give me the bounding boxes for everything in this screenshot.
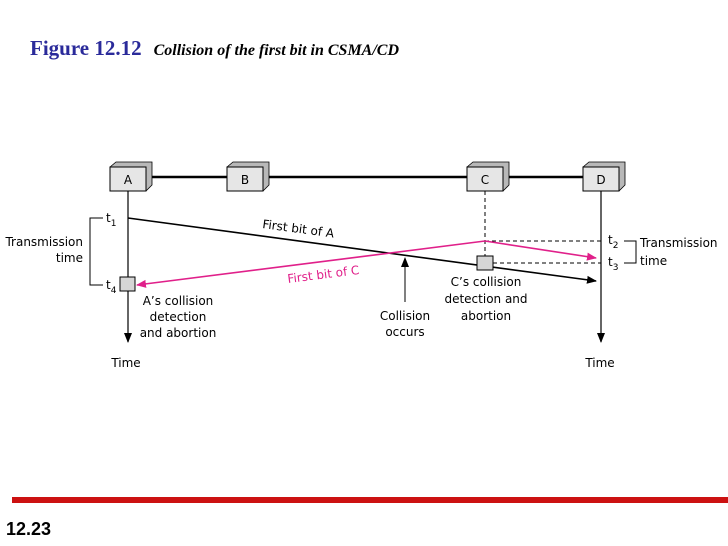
t1-label: t1 bbox=[106, 211, 116, 229]
a-detection-line1: A’s collision bbox=[143, 294, 214, 308]
station-a: A bbox=[109, 161, 153, 192]
t2-label: t2 bbox=[608, 233, 618, 251]
transmission-time-right-line2: time bbox=[640, 254, 667, 268]
a-detection-line3: and abortion bbox=[140, 326, 217, 340]
c-detection-line2: detection and bbox=[444, 292, 527, 306]
t4-label: t4 bbox=[106, 278, 117, 296]
right-transmission-bracket bbox=[624, 240, 637, 264]
left-transmission-bracket bbox=[89, 217, 103, 286]
station-b: B bbox=[226, 161, 270, 192]
first-bit-c-label: First bit of C bbox=[287, 263, 360, 286]
c-collision-box bbox=[476, 255, 494, 271]
first-bit-c-toward-d bbox=[484, 240, 597, 261]
c-detection-line1: C’s collision bbox=[451, 275, 522, 289]
station-a-label: A bbox=[124, 173, 133, 187]
a-detection-line2: detection bbox=[150, 310, 207, 324]
transmission-time-right-line1: Transmission bbox=[639, 236, 718, 250]
time-label-d: Time bbox=[584, 356, 614, 370]
slide-number: 12.23 bbox=[6, 519, 52, 539]
collision-label-line1: Collision bbox=[380, 309, 430, 323]
t3-label: t3 bbox=[608, 255, 618, 273]
collision-label-line2: occurs bbox=[385, 325, 424, 339]
first-bit-c-line bbox=[136, 240, 486, 288]
first-bit-a-line bbox=[127, 217, 597, 284]
transmission-time-left-line2: time bbox=[56, 251, 83, 265]
transmission-time-left-line1: Transmission bbox=[4, 235, 83, 249]
footer-rule bbox=[12, 497, 728, 503]
figure-title: Figure 12.12 Collision of the first bit i… bbox=[30, 36, 399, 61]
figure-caption: Collision of the first bit in CSMA/CD bbox=[153, 42, 400, 59]
station-d-label: D bbox=[596, 173, 605, 187]
c-detection-line3: abortion bbox=[461, 309, 511, 323]
a-collision-box bbox=[119, 276, 136, 292]
station-c-label: C bbox=[481, 173, 489, 187]
time-label-a: Time bbox=[110, 356, 140, 370]
station-c: C bbox=[466, 161, 510, 192]
station-b-label: B bbox=[241, 173, 249, 187]
figure-number: Figure 12.12 bbox=[30, 36, 142, 60]
station-d: D bbox=[582, 161, 626, 192]
